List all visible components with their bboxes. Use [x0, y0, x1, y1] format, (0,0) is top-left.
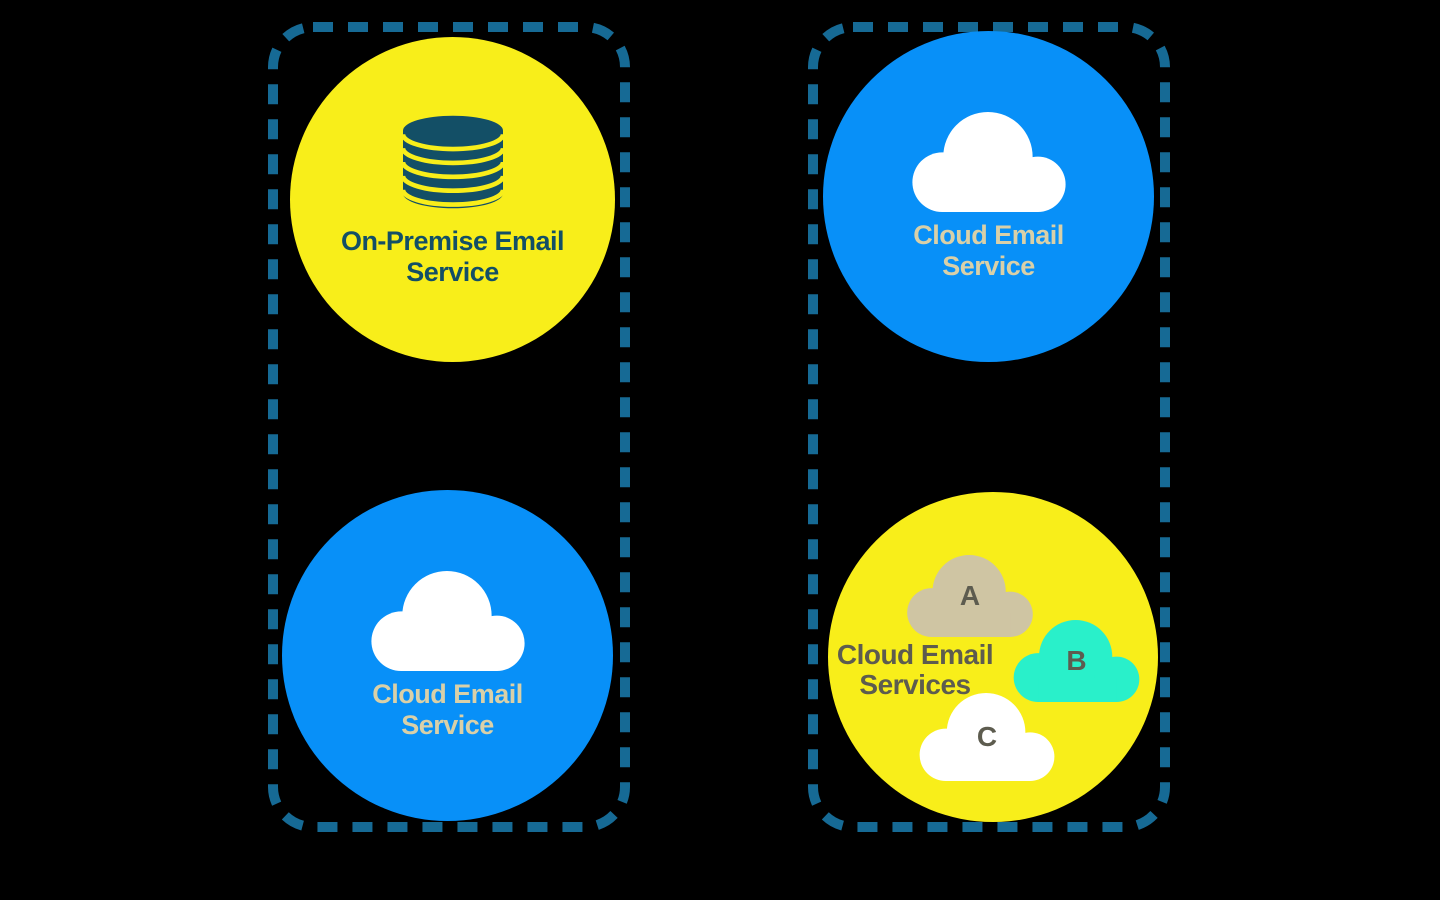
node-cloud-email-service-top: Cloud Email Service — [823, 31, 1154, 362]
node-on-premise-email-service: On-Premise Email Service — [290, 37, 615, 362]
node-label-cloud-bottom: Cloud Email Service — [372, 679, 523, 739]
cloud-c-label: C — [976, 721, 998, 752]
database-icon — [397, 112, 509, 212]
node-label-cloud-top: Cloud Email Service — [913, 220, 1064, 280]
cloud-icon — [370, 571, 525, 672]
label-line: Cloud Email — [836, 639, 994, 670]
label-line: On-Premise Email — [340, 226, 565, 257]
node-label-on-premise: On-Premise Email Service — [340, 226, 565, 287]
node-label-cloud-services: Cloud Email Services — [830, 639, 1000, 701]
label-line: Service — [401, 709, 494, 740]
label-line: Services — [859, 669, 971, 701]
cloud-icon — [911, 112, 1066, 213]
node-cloud-email-service-bottom: Cloud Email Service — [282, 490, 613, 821]
cloud-a-icon: A — [907, 555, 1033, 637]
cloud-a-label: A — [959, 580, 981, 611]
label-line: Cloud Email — [372, 679, 523, 710]
cloud-b-icon: B — [1013, 620, 1140, 702]
cloud-c-icon: C — [917, 693, 1057, 781]
node-cloud-email-services: Cloud Email Services A — [828, 492, 1158, 822]
label-line: Service — [406, 256, 499, 287]
label-line: Service — [942, 250, 1035, 281]
label-line: Cloud Email — [913, 220, 1064, 251]
cloud-b-label: B — [1066, 645, 1087, 676]
